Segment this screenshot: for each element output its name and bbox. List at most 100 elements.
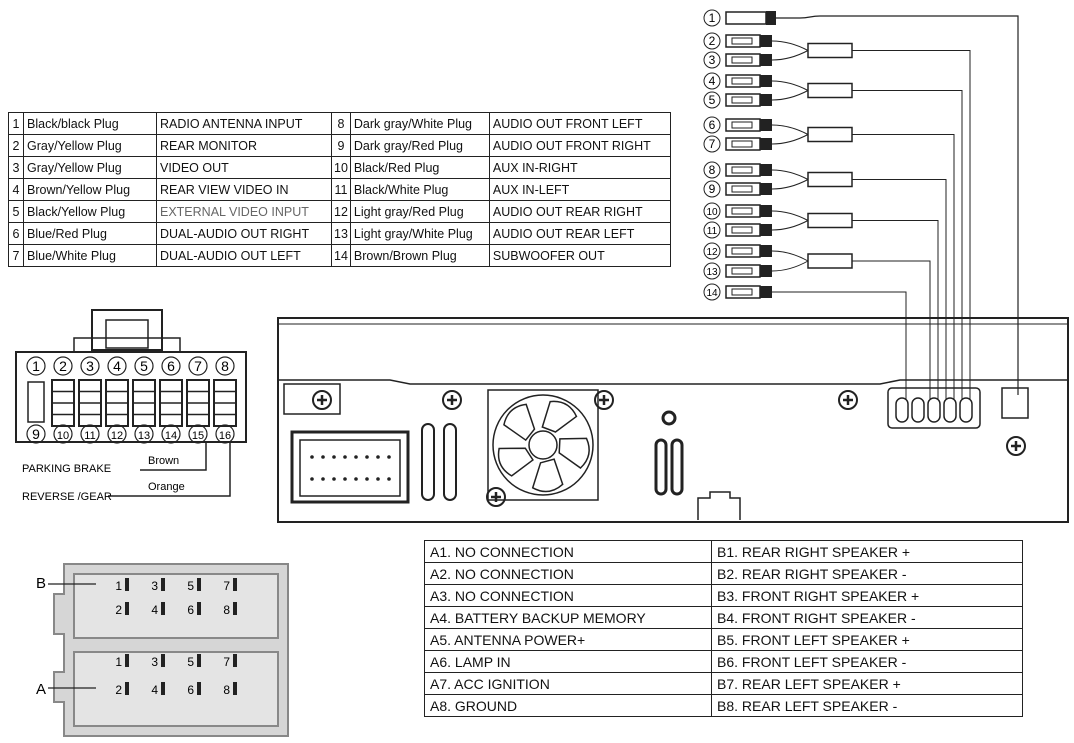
screw-icon [838, 390, 858, 410]
fuse-slot [654, 438, 668, 496]
rca-plug-body [725, 163, 761, 177]
rca-wire [771, 50, 809, 61]
socket-pin-dot [365, 477, 369, 481]
iso-pin-number: 3 [151, 655, 158, 669]
pin-number: 3 [86, 358, 94, 374]
rca-wire [771, 250, 809, 262]
pin-number-circle [26, 356, 46, 376]
iso-pin-contact [125, 578, 129, 591]
rca-jacks [895, 397, 973, 423]
rca-plug-collar [760, 75, 772, 87]
rca-plug-body [725, 118, 761, 132]
screw-cross [317, 395, 327, 405]
iso-a-cell: A7. ACC IGNITION [424, 672, 712, 695]
pin-number: 4 [113, 358, 121, 374]
iso-pin-contact [197, 654, 201, 667]
rca-wire [852, 179, 947, 400]
socket-pin-dot [387, 477, 391, 481]
rca-plug-body [725, 223, 761, 237]
socket-pin-dot [321, 455, 325, 459]
plug-number: 7 [709, 137, 716, 151]
plug-number-circle [703, 32, 721, 50]
plug-num: 5 [8, 200, 24, 223]
pin-number: 6 [167, 358, 175, 374]
iso-b-cell: B2. REAR RIGHT SPEAKER - [711, 562, 1023, 585]
rca-wire [852, 260, 931, 400]
plug-color: Gray/Yellow Plug [23, 156, 157, 179]
plug-color: Light gray/Red Plug [349, 200, 490, 223]
plug-function: DUAL-AUDIO OUT RIGHT [156, 222, 332, 245]
plug-number-circle [703, 161, 721, 179]
pin-number: 10 [57, 430, 69, 442]
screw-cross [447, 395, 457, 405]
plug-number: 1 [709, 11, 716, 25]
socket-pin-dot [354, 477, 358, 481]
table-row: 7 Blue/White Plug DUAL-AUDIO OUT LEFT 14… [8, 244, 671, 267]
plug-number-circle [703, 135, 721, 153]
iso-pin-contact [161, 602, 165, 615]
socket-pin-dot [332, 477, 336, 481]
mount-bracket [283, 383, 341, 415]
rca-wire [771, 260, 809, 272]
pin-number-circle [134, 424, 154, 444]
iso-pin-contact [197, 578, 201, 591]
plug-number: 11 [707, 226, 718, 237]
iso-pin-contact [233, 602, 237, 615]
plug-number-circle [703, 242, 721, 260]
fan-blades [497, 400, 590, 493]
iso-slot [443, 423, 457, 501]
screw-cross [1011, 441, 1021, 451]
iso-pin-contact [125, 682, 129, 695]
iso-pin-contact [233, 654, 237, 667]
iso-pin-number: 8 [223, 603, 230, 617]
plug-number: 8 [709, 163, 716, 177]
plug-number: 13 [706, 267, 718, 278]
fan-blade [541, 400, 578, 433]
socket-pin-dot [365, 455, 369, 459]
plug-color: Black/Red Plug [349, 156, 490, 179]
plug-color: Gray/Yellow Plug [23, 134, 157, 157]
plug-number: 10 [706, 207, 718, 218]
plug-number-circle [703, 9, 721, 27]
pin-number-circle [107, 356, 127, 376]
iso-pin-contact [233, 578, 237, 591]
plug-function: REAR VIEW VIDEO IN [156, 178, 332, 201]
rca-plug-body [725, 74, 761, 88]
iso-pin-number: 7 [223, 655, 230, 669]
chassis-outline [277, 317, 1069, 523]
plug-color: Dark gray/Red Plug [349, 134, 490, 157]
screw-icon [312, 390, 332, 410]
pin-number-circle [134, 356, 154, 376]
fan-ring [492, 394, 594, 496]
iso-pin-contact [233, 682, 237, 695]
rca-plug-body [725, 137, 761, 151]
iso-pin-number: 4 [151, 603, 158, 617]
rca-wire [771, 90, 809, 101]
wire-junction [807, 126, 853, 143]
iso-pin-contact [125, 602, 129, 615]
pin-number-circle [161, 424, 181, 444]
antenna-socket [1001, 387, 1029, 419]
wire-junction [807, 212, 853, 229]
rca-plug-collar [760, 224, 772, 236]
rca-plug-tip [731, 77, 753, 85]
plug-color: Brown/Yellow Plug [23, 178, 157, 201]
table-row: A5. ANTENNA POWER+B5. FRONT LEFT SPEAKER… [424, 628, 1023, 651]
iso-pin-number: 6 [187, 683, 194, 697]
pin-number-circle [107, 424, 127, 444]
wire-junction [807, 253, 853, 269]
pin-number: 13 [138, 430, 150, 442]
plug-number-circle [703, 72, 721, 90]
iso-pin-number: 7 [223, 579, 230, 593]
iso-b-cell: B1. REAR RIGHT SPEAKER + [711, 540, 1023, 563]
pin-number: 11 [84, 430, 95, 442]
screw-icon [442, 390, 462, 410]
wire-junction [807, 82, 853, 99]
plug-table: 1 Black/black Plug RADIO ANTENNA INPUT 8… [8, 112, 671, 267]
plug-number-circle [703, 283, 721, 301]
fuse-slot [670, 438, 684, 496]
rca-plug-tip [731, 37, 753, 45]
